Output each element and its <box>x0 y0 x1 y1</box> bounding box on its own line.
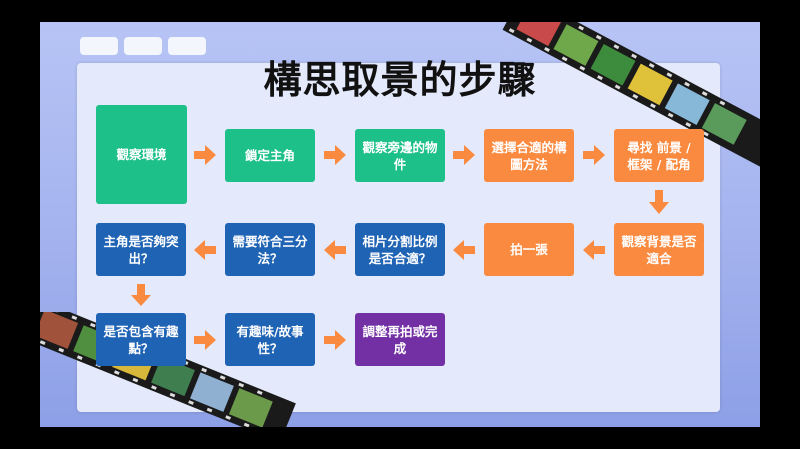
film-strip-icon <box>40 312 296 427</box>
arrow-right-icon <box>194 330 216 350</box>
top-tab-1 <box>80 37 118 55</box>
film-strip-icon <box>502 22 760 171</box>
arrow-left-icon <box>194 240 216 260</box>
arrow-right-icon <box>324 145 346 165</box>
step-observe-nearby: 觀察旁邊的物件 <box>355 129 445 182</box>
step-observe-environment: 觀察環境 <box>96 105 187 204</box>
page-title: 構思取景的步驟 <box>263 58 537 102</box>
arrow-right-icon <box>583 145 605 165</box>
arrow-down-icon <box>649 190 669 214</box>
step-adjust-or-finish: 調整再拍或完成 <box>355 313 445 366</box>
step-rule-of-thirds: 需要符合三分法？ <box>225 223 315 276</box>
step-composition-method: 選擇合適的構圖方法 <box>484 129 574 182</box>
arrow-left-icon <box>324 240 346 260</box>
step-story: 有趣味/故事性？ <box>225 313 315 366</box>
arrow-left-icon <box>453 240 475 260</box>
top-tab-2 <box>124 37 162 55</box>
top-tab-3 <box>168 37 206 55</box>
arrow-right-icon <box>324 330 346 350</box>
arrow-down-icon <box>131 284 151 306</box>
step-check-background: 觀察背景是否適合 <box>614 223 704 276</box>
arrow-right-icon <box>194 145 216 165</box>
step-take-photo: 拍一張 <box>484 223 574 276</box>
arrow-left-icon <box>583 240 605 260</box>
step-interesting-point: 是否包含有趣點？ <box>96 313 186 366</box>
step-subject-prominent: 主角是否夠突出？ <box>96 223 186 276</box>
step-check-ratio: 相片分割比例是否合適？ <box>355 223 445 276</box>
step-lock-subject: 鎖定主角 <box>225 129 315 182</box>
step-find-foreground: 尋找 前景 / 框架 / 配角 <box>614 129 704 182</box>
arrow-right-icon <box>453 145 475 165</box>
